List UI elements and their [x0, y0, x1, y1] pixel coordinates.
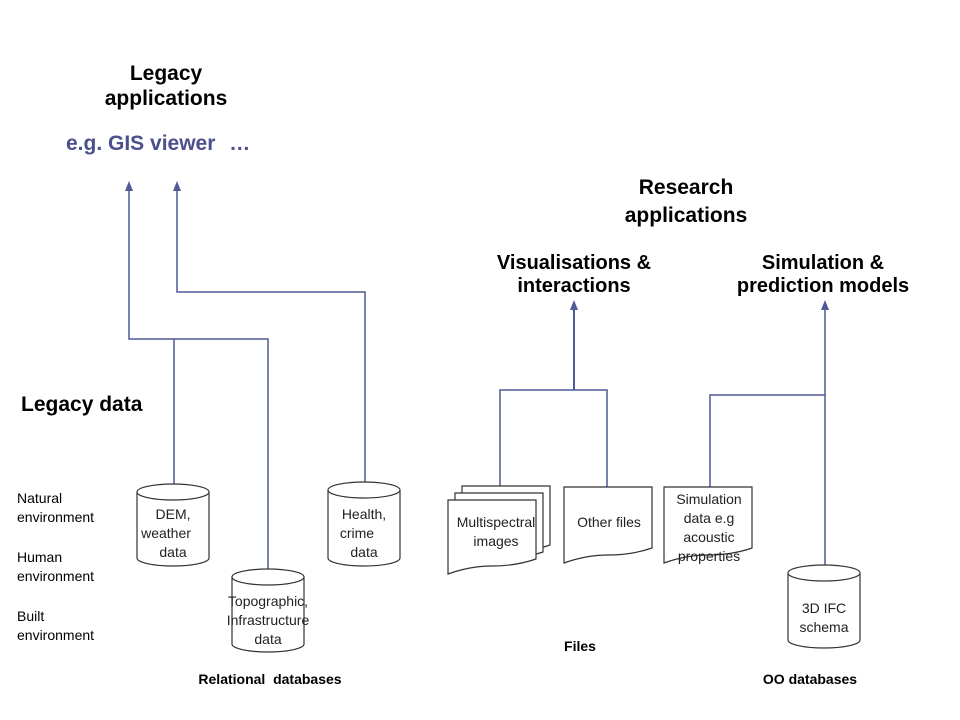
multispectral-document-stack: [447, 485, 551, 575]
human-environment-label: Human environment: [17, 548, 94, 586]
multispectral-line-1: Multispectral: [456, 514, 536, 530]
dem-line-3: data: [159, 544, 187, 560]
visualisations-title: Visualisations & interactions: [464, 252, 684, 298]
files-caption: Files: [564, 638, 596, 654]
gis-viewer-example: e.g. GIS viewer …: [66, 131, 250, 156]
topographic-line-3: data: [254, 631, 282, 647]
dem-cylinder: [136, 483, 210, 567]
topographic-cylinder: [231, 568, 305, 653]
ellipsis: …: [229, 132, 251, 155]
simulation-title: Simulation & prediction models: [708, 252, 938, 298]
simulation-line-1: Simulation &: [761, 252, 885, 274]
legacy-data-label: Legacy data: [21, 393, 143, 416]
health-line-2: crime: [339, 525, 375, 541]
ifc-line-1: 3D IFC: [801, 600, 847, 616]
research-applications-title: Research applications: [586, 174, 786, 230]
health-line-3: data: [350, 544, 378, 560]
natural-environment-label: Natural environment: [17, 489, 94, 527]
multispectral-label: Multispectral images: [446, 513, 546, 551]
simdata-connector: [709, 394, 825, 488]
human-line-1: Human: [17, 549, 63, 565]
built-line-2: environment: [17, 627, 95, 643]
topo-connector: [174, 338, 269, 574]
health-line-1: Health,: [341, 506, 387, 522]
topographic-line-1: Topographic,: [227, 593, 309, 609]
natural-line-1: Natural: [17, 490, 63, 506]
dem-line-2: weather: [141, 525, 191, 541]
relational-databases-caption: Relational databases: [198, 671, 342, 687]
other-files-label: Other files: [577, 514, 641, 530]
dem-to-gis-arrow: [125, 181, 175, 487]
topographic-label: Topographic, Infrastructure data: [208, 592, 328, 649]
simulation-line-2: prediction models: [736, 275, 910, 297]
gis-viewer-text: e.g. GIS viewer: [66, 132, 216, 155]
topographic-line-2: Infrastructure: [226, 612, 310, 628]
legacy-applications-line-2: applications: [104, 87, 228, 110]
built-environment-label: Built environment: [17, 607, 94, 645]
research-applications-line-2: applications: [624, 204, 748, 227]
visualisations-line-2: interactions: [517, 275, 631, 297]
simulation-connectors: [709, 300, 829, 568]
other-files-document: [563, 486, 653, 564]
visualisation-connectors: [499, 300, 608, 488]
files-bracket: [499, 389, 608, 488]
dem-line-1: DEM,: [155, 506, 191, 522]
built-line-1: Built: [17, 608, 45, 624]
simulation-data-document: [663, 486, 753, 564]
simdata-line-4: properties: [677, 548, 741, 564]
legacy-applications-title: Legacy applications: [66, 61, 266, 111]
simulation-data-label: Simulation data e.g acoustic properties: [664, 490, 754, 566]
natural-line-2: environment: [17, 509, 95, 525]
research-applications-line-1: Research: [638, 176, 734, 199]
human-line-2: environment: [17, 568, 95, 584]
legacy-applications-line-1: Legacy: [129, 62, 203, 85]
visualisations-line-1: Visualisations &: [496, 252, 652, 274]
dem-label: DEM, weather data: [128, 505, 218, 562]
simdata-line-2: data e.g: [683, 510, 735, 526]
legacy-connectors: [125, 181, 366, 574]
health-to-gis-arrow: [173, 181, 366, 485]
oo-databases-caption: OO databases: [762, 671, 858, 687]
ifc-label: 3D IFC schema: [779, 599, 869, 637]
simdata-line-3: acoustic: [683, 529, 735, 545]
simdata-line-1: Simulation: [676, 491, 742, 507]
ifc-cylinder: [787, 564, 861, 649]
ifc-line-2: schema: [799, 619, 849, 635]
multispectral-line-2: images: [473, 533, 519, 549]
health-cylinder: [327, 481, 401, 567]
health-label: Health, crime data: [319, 505, 409, 562]
